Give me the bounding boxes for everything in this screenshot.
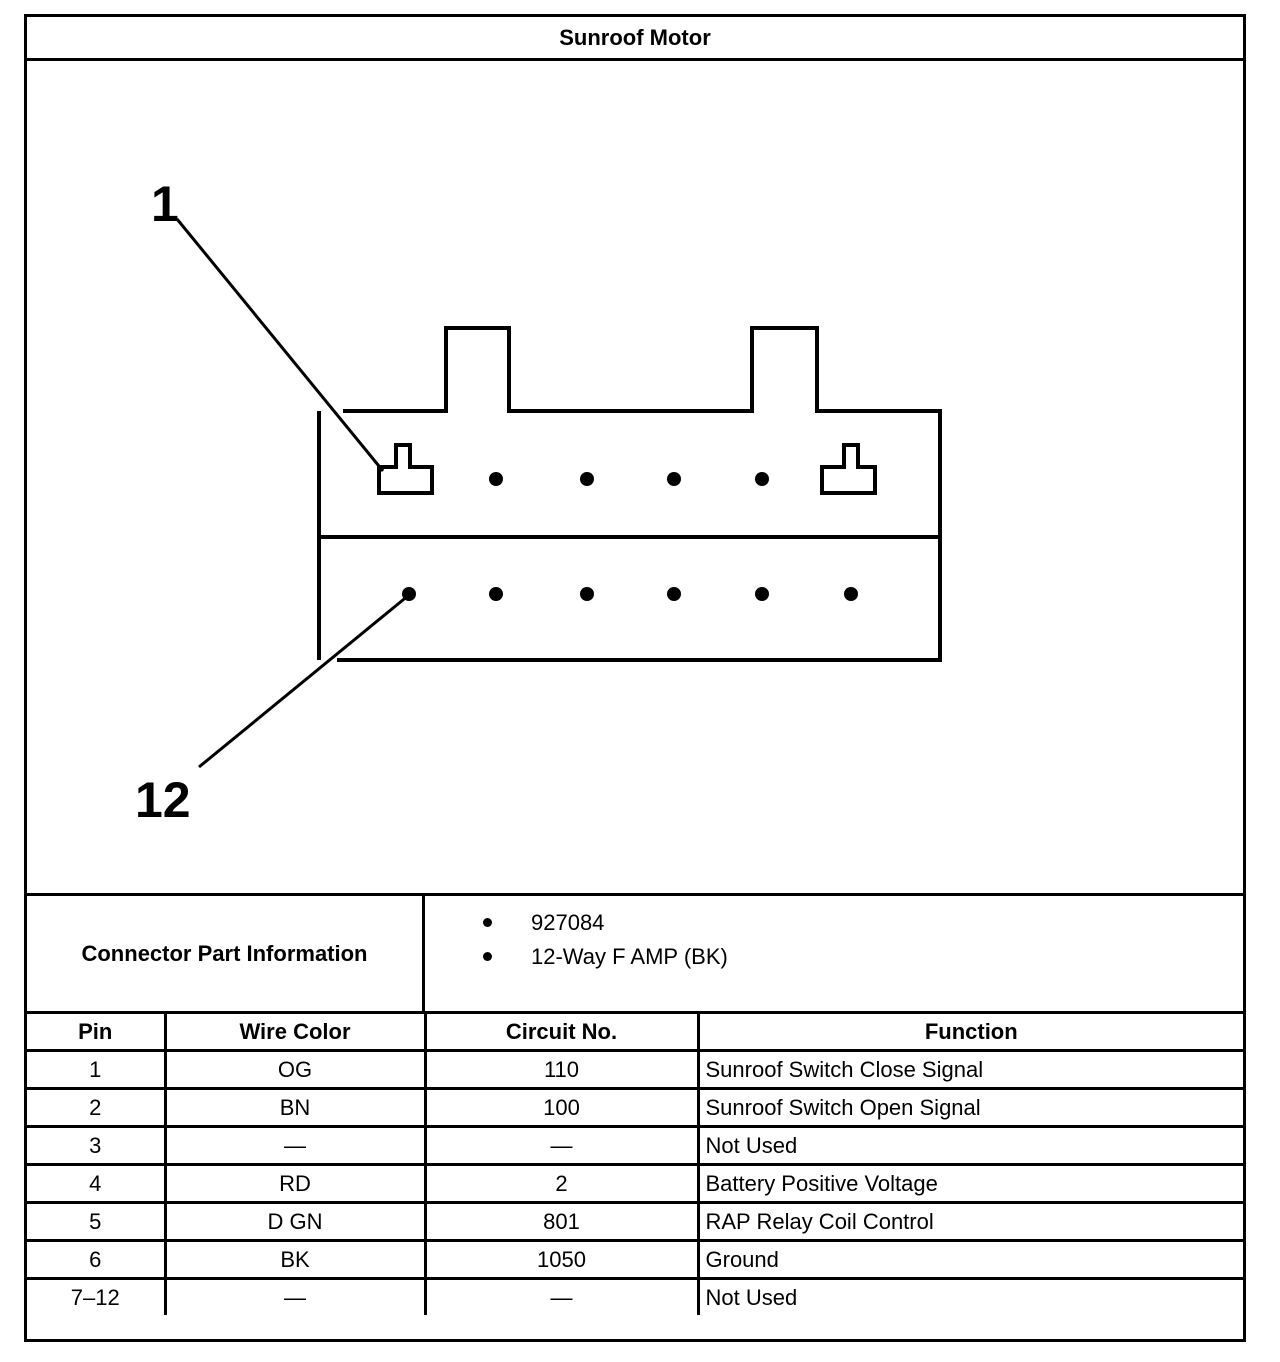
keyed-cavity-left — [377, 443, 434, 495]
terminal-pin — [667, 587, 681, 601]
cell-function: Not Used — [696, 1125, 1243, 1166]
cell-function: Battery Positive Voltage — [696, 1163, 1243, 1204]
pinout-table: Pin Wire Color Circuit No. Function 1 OG… — [27, 1014, 1243, 1315]
bullet-icon — [483, 952, 492, 961]
header-wire-color: Wire Color — [163, 1014, 427, 1052]
cell-wire-color: D GN — [163, 1201, 427, 1242]
list-item: 12-Way F AMP (BK) — [425, 940, 728, 974]
list-item: 927084 — [425, 906, 728, 940]
terminal-pin — [580, 587, 594, 601]
terminal-pin — [402, 587, 416, 601]
connector-housing — [337, 326, 942, 662]
bullet-icon — [483, 918, 492, 927]
connector-part-info: Connector Part Information 927084 12-Way… — [27, 893, 1243, 1014]
cell-pin: 5 — [27, 1201, 167, 1242]
cell-pin: 6 — [27, 1239, 167, 1280]
connector-type: 12-Way F AMP (BK) — [531, 944, 728, 969]
leader-line-pin-12 — [198, 593, 410, 769]
header-circuit-no: Circuit No. — [423, 1014, 700, 1052]
connector-face-drawing: 1 12 — [135, 176, 942, 828]
terminal-pin — [755, 472, 769, 486]
part-number: 927084 — [531, 910, 605, 935]
cell-pin: 4 — [27, 1163, 167, 1204]
table-row: 1 OG 110 Sunroof Switch Close Signal — [27, 1049, 1243, 1090]
terminal-pin — [667, 472, 681, 486]
cell-circuit-no: 2 — [423, 1163, 700, 1204]
table-row: 4 RD 2 Battery Positive Voltage — [27, 1163, 1243, 1204]
terminal-pin — [580, 472, 594, 486]
connector-part-info-label: Connector Part Information — [27, 896, 425, 1011]
cell-circuit-no: 801 — [423, 1201, 700, 1242]
terminal-pin — [844, 587, 858, 601]
callout-pin-1: 1 — [151, 176, 179, 232]
leader-line-pin-1 — [175, 218, 385, 472]
table-header-row: Pin Wire Color Circuit No. Function — [27, 1014, 1243, 1052]
page-title: Sunroof Motor — [27, 17, 1243, 61]
table-row: 5 D GN 801 RAP Relay Coil Control — [27, 1201, 1243, 1242]
connector-part-info-list: 927084 12-Way F AMP (BK) — [425, 906, 728, 974]
cell-circuit-no: — — [423, 1277, 700, 1315]
cell-wire-color: BK — [163, 1239, 427, 1280]
cell-circuit-no: 110 — [423, 1049, 700, 1090]
cell-wire-color: RD — [163, 1163, 427, 1204]
terminal-pin — [489, 472, 503, 486]
cell-function: RAP Relay Coil Control — [696, 1201, 1243, 1242]
table-row: 7–12 — — Not Used — [27, 1277, 1243, 1315]
table-row: 2 BN 100 Sunroof Switch Open Signal — [27, 1087, 1243, 1128]
cell-wire-color: BN — [163, 1087, 427, 1128]
cell-function: Sunroof Switch Open Signal — [696, 1087, 1243, 1128]
cell-wire-color: — — [163, 1125, 427, 1166]
cell-wire-color: — — [163, 1277, 427, 1315]
table-row: 3 — — Not Used — [27, 1125, 1243, 1166]
cell-function: Ground — [696, 1239, 1243, 1280]
callout-pin-12: 12 — [135, 772, 191, 828]
cell-wire-color: OG — [163, 1049, 427, 1090]
cell-circuit-no: 100 — [423, 1087, 700, 1128]
cell-pin: 1 — [27, 1049, 167, 1090]
header-function: Function — [696, 1014, 1243, 1052]
cell-circuit-no: — — [423, 1125, 700, 1166]
terminal-pin — [489, 587, 503, 601]
header-pin: Pin — [27, 1014, 167, 1052]
connector-diagram: 1 12 — [27, 61, 1243, 893]
connector-sheet: Sunroof Motor — [24, 14, 1246, 1342]
cell-function: Sunroof Switch Close Signal — [696, 1049, 1243, 1090]
cell-pin: 3 — [27, 1125, 167, 1166]
table-row: 6 BK 1050 Ground — [27, 1239, 1243, 1280]
terminal-pin — [755, 587, 769, 601]
cell-pin: 7–12 — [27, 1277, 167, 1315]
cell-circuit-no: 1050 — [423, 1239, 700, 1280]
cell-function: Not Used — [696, 1277, 1243, 1315]
cell-pin: 2 — [27, 1087, 167, 1128]
keyed-cavity-right — [820, 443, 877, 495]
